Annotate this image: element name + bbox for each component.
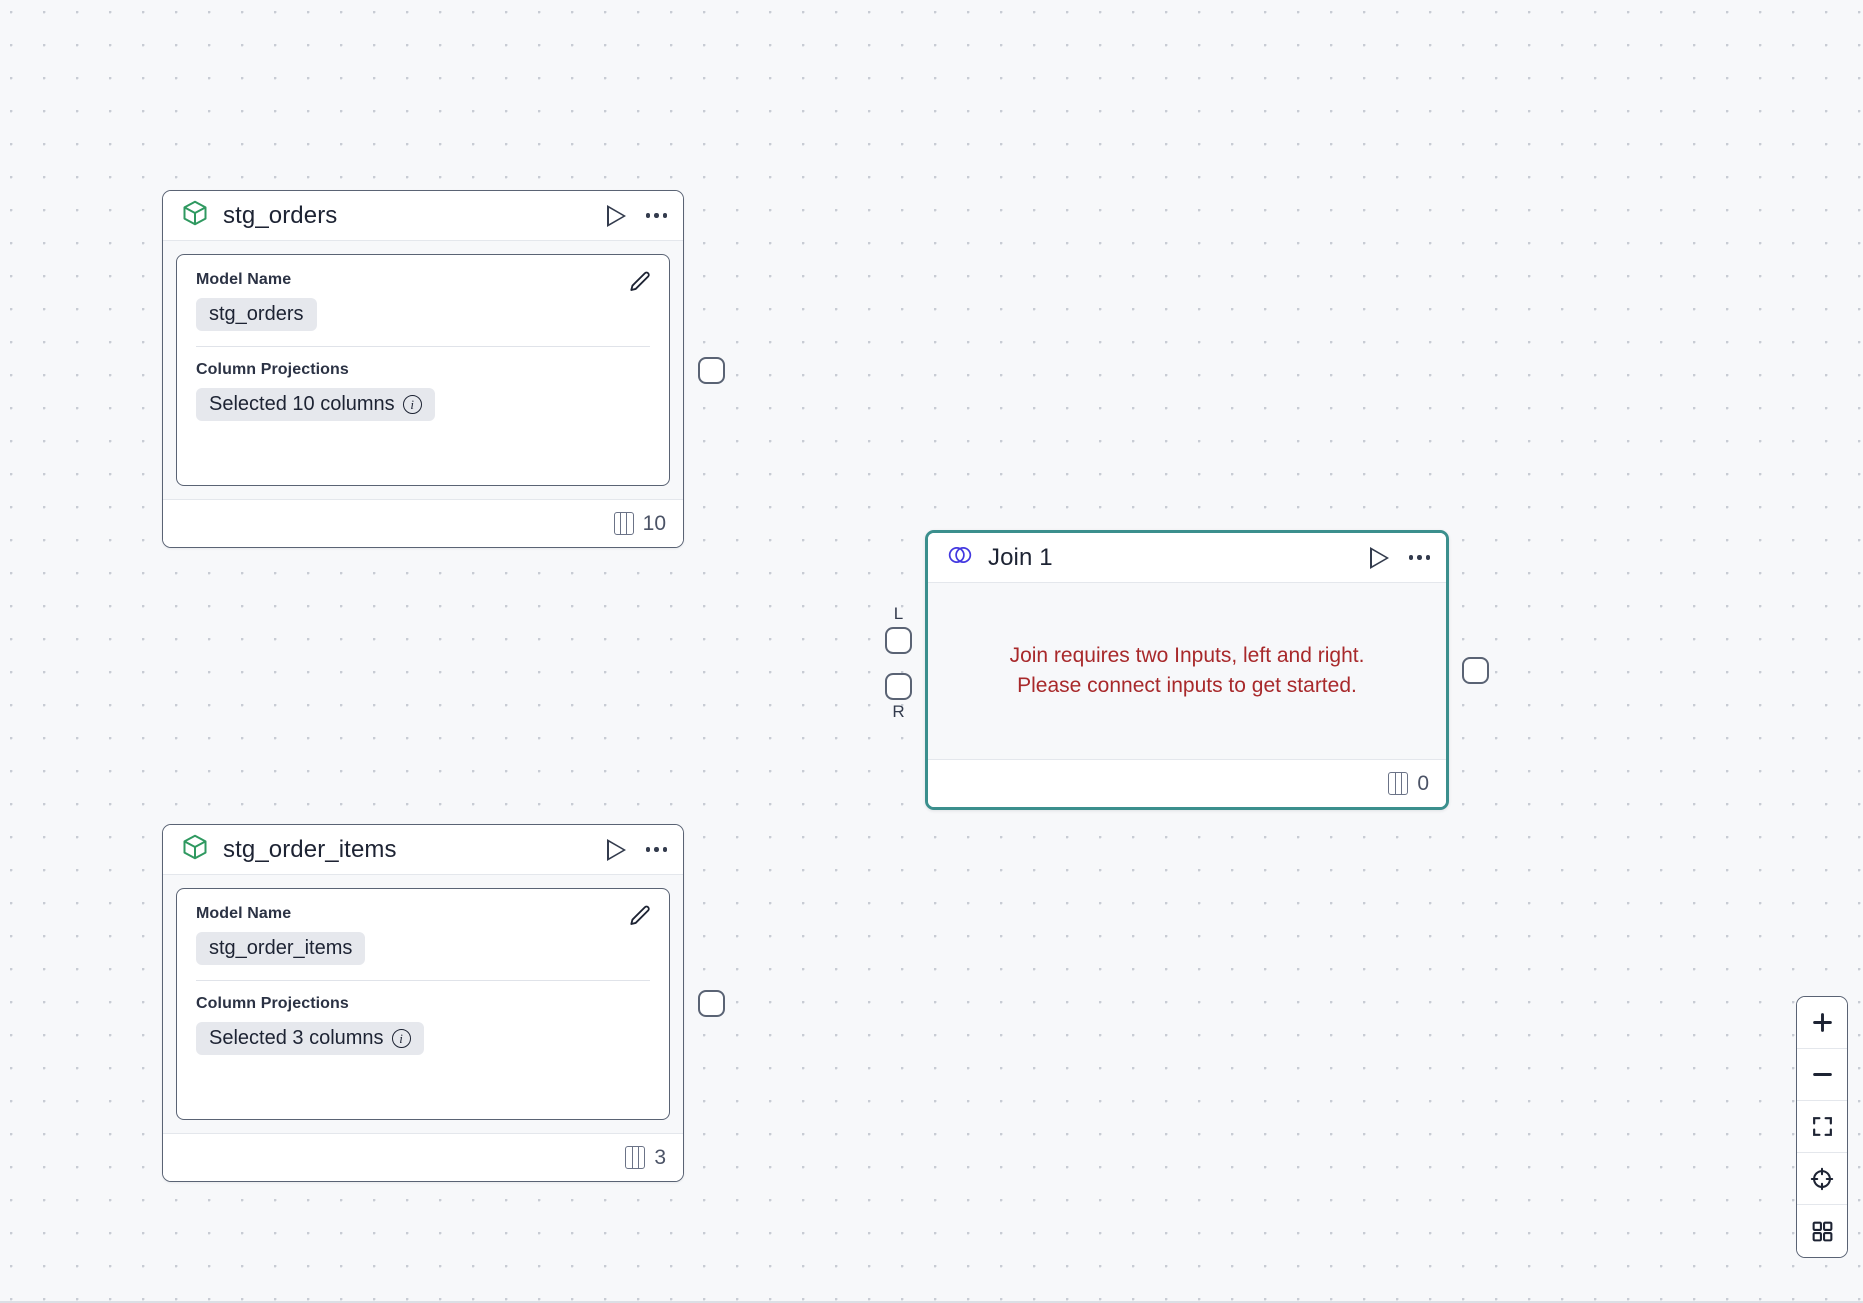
run-node-button[interactable]: [606, 838, 626, 861]
model-config-panel: Model Name stg_order_items Column Projec…: [176, 888, 670, 1120]
cube-icon: [181, 833, 209, 866]
columns-icon: [625, 1146, 646, 1169]
column-projections-value[interactable]: Selected 10 columns i: [196, 388, 435, 421]
cube-icon: [181, 199, 209, 232]
input-port-right[interactable]: [885, 673, 912, 700]
model-name-value[interactable]: stg_order_items: [196, 932, 366, 965]
node-body: Model Name stg_order_items Column Projec…: [163, 875, 683, 1133]
node-footer: 3: [163, 1133, 683, 1181]
panel-divider: [196, 346, 650, 347]
column-count: 3: [654, 1145, 666, 1169]
node-footer: 10: [163, 499, 683, 547]
output-port-stg-order-items[interactable]: [698, 990, 725, 1017]
panel-divider: [196, 980, 650, 981]
node-header: stg_orders: [163, 191, 683, 241]
columns-icon: [1388, 772, 1409, 795]
node-stg-orders[interactable]: stg_orders Model Name stg_orders Column …: [162, 190, 684, 548]
info-icon[interactable]: i: [391, 1029, 411, 1048]
output-port-join-1[interactable]: [1462, 657, 1489, 684]
column-projections-label: Column Projections: [196, 995, 349, 1012]
canvas-controls[interactable]: [1796, 996, 1848, 1258]
model-name-value[interactable]: stg_orders: [196, 298, 317, 331]
column-count: 0: [1417, 771, 1429, 795]
column-projections-label: Column Projections: [196, 361, 349, 378]
join-warning-line-1: Join requires two Inputs, left and right…: [1009, 643, 1365, 667]
node-join-1[interactable]: Join 1 Join requires two Inputs, left an…: [925, 530, 1449, 810]
input-port-left[interactable]: [885, 627, 912, 654]
column-projections-value[interactable]: Selected 3 columns i: [196, 1022, 424, 1055]
node-footer: 0: [928, 759, 1446, 807]
node-header: stg_order_items: [163, 825, 683, 875]
edit-pencil-icon[interactable]: [627, 903, 653, 929]
more-options-button[interactable]: [1408, 555, 1430, 560]
input-port-label-left: L: [893, 604, 904, 623]
more-options-button[interactable]: [645, 213, 667, 218]
edit-pencil-icon[interactable]: [627, 269, 653, 295]
zoom-in-button[interactable]: [1797, 997, 1847, 1049]
venn-icon: [946, 541, 974, 574]
node-title: Join 1: [988, 543, 1053, 571]
node-stg-order-items[interactable]: stg_order_items Model Name stg_order_ite…: [162, 824, 684, 1182]
grid-toggle-button[interactable]: [1797, 1205, 1847, 1257]
more-options-button[interactable]: [645, 847, 667, 852]
model-name-label: Model Name: [196, 271, 292, 288]
column-count: 10: [642, 511, 666, 535]
center-button[interactable]: [1797, 1153, 1847, 1205]
node-body: Model Name stg_orders Column Projections…: [163, 241, 683, 499]
zoom-out-button[interactable]: [1797, 1049, 1847, 1101]
columns-icon: [613, 512, 634, 535]
output-port-stg-orders[interactable]: [698, 357, 725, 384]
info-icon[interactable]: i: [402, 395, 422, 414]
run-node-button[interactable]: [606, 204, 626, 227]
fit-view-button[interactable]: [1797, 1101, 1847, 1153]
run-node-button[interactable]: [1369, 546, 1389, 569]
node-title: stg_order_items: [223, 835, 397, 863]
node-header: Join 1: [928, 533, 1446, 583]
join-warning-message: Join requires two Inputs, left and right…: [1010, 641, 1365, 702]
input-port-label-right: R: [892, 702, 905, 721]
node-title: stg_orders: [223, 201, 338, 229]
model-name-label: Model Name: [196, 905, 292, 922]
model-config-panel: Model Name stg_orders Column Projections…: [176, 254, 670, 486]
join-warning-line-2: Please connect inputs to get started.: [1017, 674, 1357, 697]
join-warning-area: Join requires two Inputs, left and right…: [928, 583, 1446, 759]
